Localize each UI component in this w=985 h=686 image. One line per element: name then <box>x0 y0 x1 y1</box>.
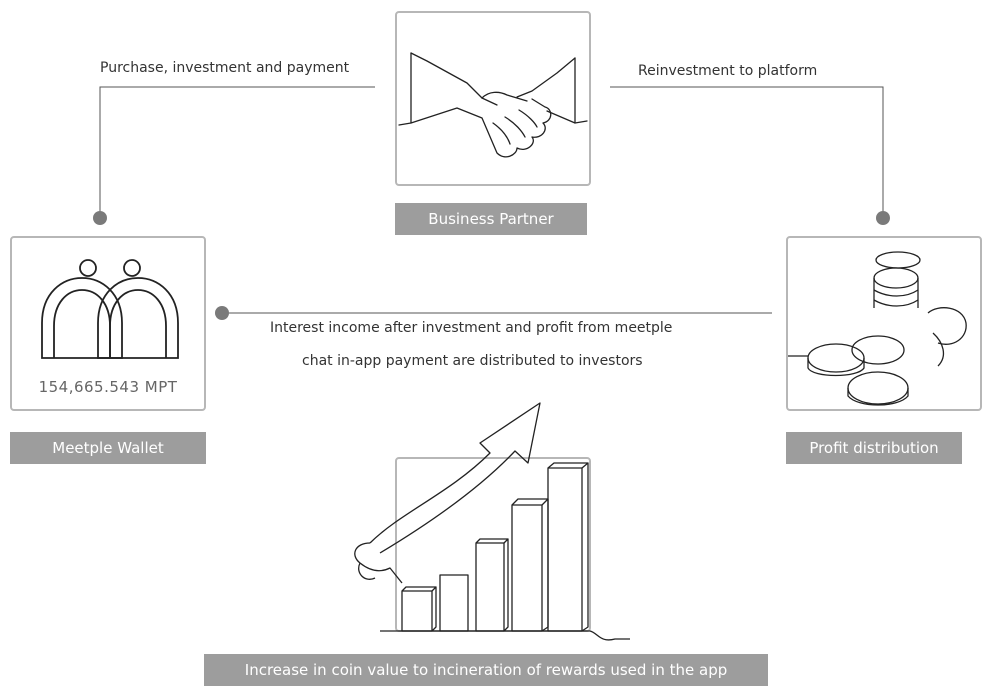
coin-label: Increase in coin value to incineration o… <box>204 654 768 686</box>
wallet-label: Meetple Wallet <box>10 432 206 464</box>
reinvest-connector <box>610 86 884 218</box>
profit-label: Profit distribution <box>786 432 962 464</box>
interest-flow-text-1: Interest income after investment and pro… <box>270 320 673 336</box>
profit-card <box>786 236 982 411</box>
distribution-connector-dot <box>215 306 229 320</box>
profit-connector-dot <box>876 211 890 225</box>
interest-flow-text-2: chat in-app payment are distributed to i… <box>302 353 643 369</box>
coin-card <box>395 457 591 632</box>
meetple-logo-icon <box>41 259 179 359</box>
wallet-connector-dot <box>93 211 107 225</box>
purchase-connector <box>99 86 375 218</box>
wallet-card: 154,665.543 MPT <box>10 236 206 411</box>
wallet-balance: 154,665.543 MPT <box>38 378 178 396</box>
reinvest-flow-text: Reinvestment to platform <box>638 63 818 79</box>
partner-label: Business Partner <box>395 203 587 235</box>
partner-card <box>395 11 591 186</box>
growth-chart-icon <box>354 402 630 641</box>
purchase-flow-text: Purchase, investment and payment <box>100 60 350 76</box>
handshake-icon <box>398 52 588 158</box>
coins-icon <box>788 251 967 406</box>
